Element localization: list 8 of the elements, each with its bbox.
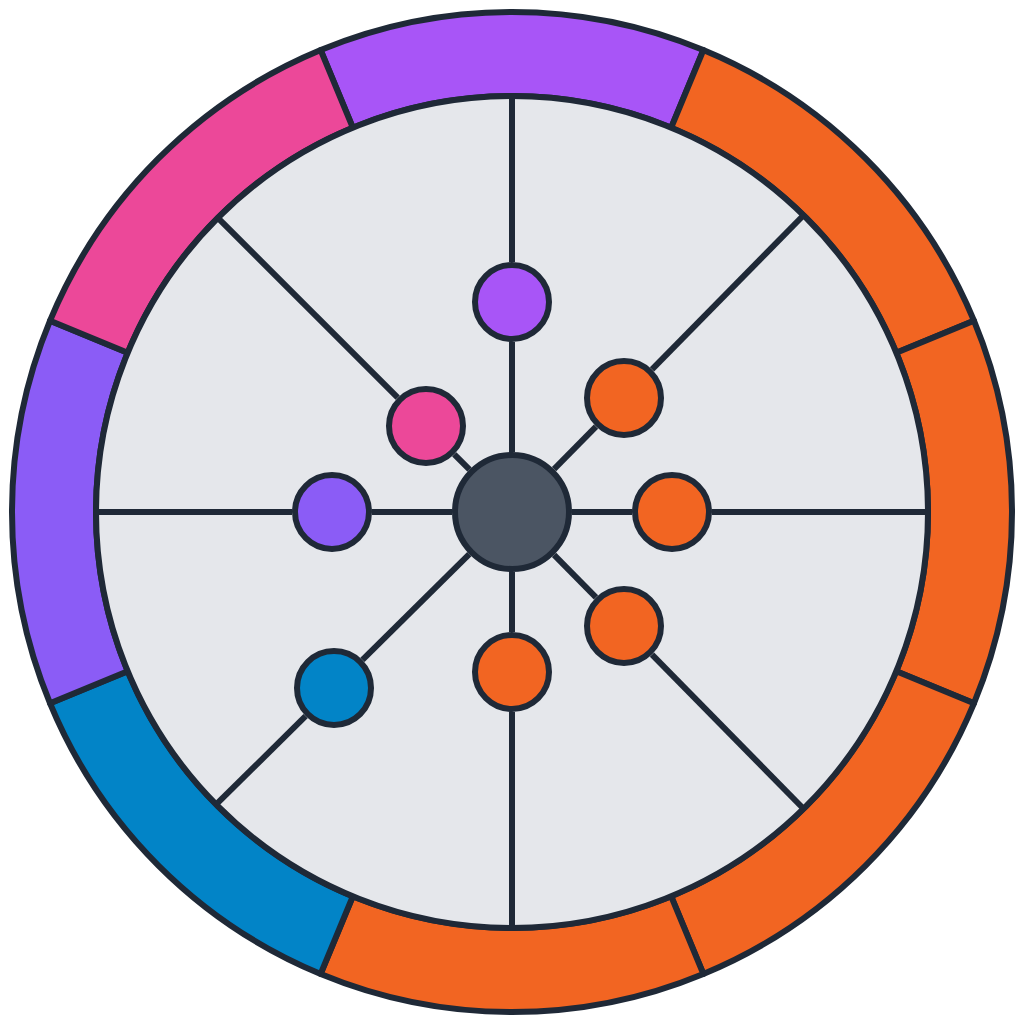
connector-line — [360, 552, 472, 662]
connector-line — [551, 552, 599, 600]
connector-line — [452, 452, 472, 472]
connector-line — [572, 509, 632, 515]
connector-line — [509, 342, 515, 452]
connector-line — [551, 424, 599, 472]
connector-line — [509, 572, 515, 632]
connector-line — [372, 509, 452, 515]
